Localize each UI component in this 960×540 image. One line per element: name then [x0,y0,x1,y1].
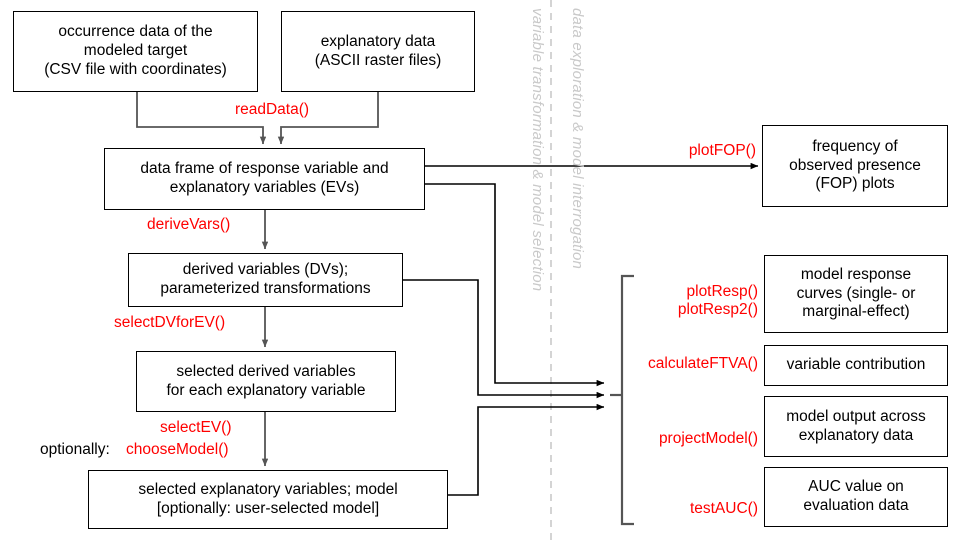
annotation-variable-transformation: variable transformation & model selectio… [529,8,546,292]
box-fop-plots: frequency of observed presence (FOP) plo… [762,125,948,207]
function-label-plotfop: plotFOP() [688,142,756,159]
box-variable-contribution: variable contribution [764,345,948,386]
box-derived-variables: derived variables (DVs); parameterized t… [128,253,403,307]
box-explanatory-data: explanatory data (ASCII raster files) [281,11,475,92]
box-data-frame: data frame of response variable and expl… [104,148,425,210]
box-model-output: model output across explanatory data [764,396,948,457]
box-auc-value: AUC value on evaluation data [764,467,948,527]
annotation-data-exploration: data exploration & model interrogation [569,8,586,270]
function-label-projectmodel: projectModel() [658,430,758,447]
function-label-readdata: readData() [234,101,310,118]
box-selected-explanatory-variables: selected explanatory variables; model [o… [88,470,448,529]
box-selected-derived-variables: selected derived variables for each expl… [136,351,396,412]
function-label-selectdvforev: selectDVforEV() [114,314,226,331]
function-label-selectev: selectEV() [160,419,232,436]
function-label-calculateftva: calculateFTVA() [648,355,758,372]
function-label-choosemodel: chooseModel() [126,441,229,458]
box-model-response-curves: model response curves (single- or margin… [764,255,948,333]
function-label-testauc: testAUC() [689,500,758,517]
label-optionally: optionally: [40,441,110,458]
box-occurrence-data: occurrence data of the modeled target (C… [13,11,258,92]
function-label-derivevars: deriveVars() [147,216,231,233]
function-label-plotresp: plotResp() plotResp2() [677,283,758,319]
